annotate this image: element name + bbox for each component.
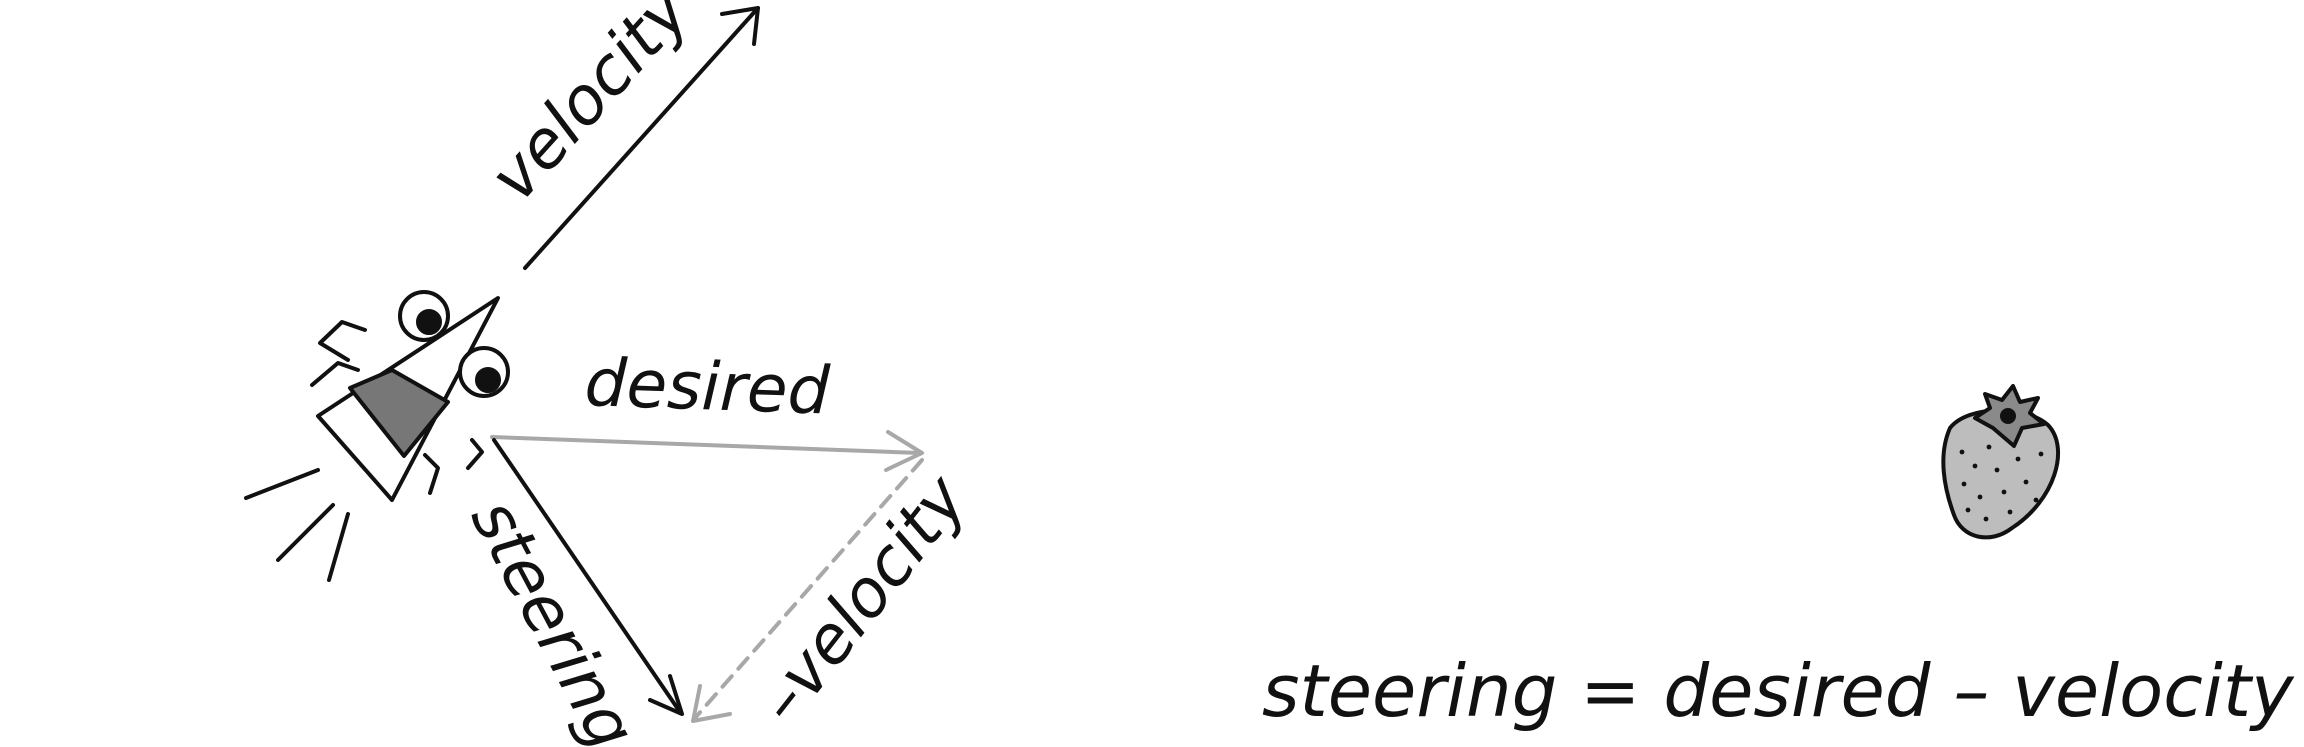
steering-equation: steering = desired – velocity — [1262, 649, 2295, 733]
desired-vector — [490, 430, 924, 472]
desired-label: desired — [583, 344, 832, 430]
velocity-vector — [523, 6, 760, 270]
strawberry-icon — [1941, 384, 2060, 540]
vehicle-bug-icon — [310, 290, 510, 502]
negative-velocity-vector — [691, 458, 924, 723]
negative-velocity-label: –velocity — [742, 460, 982, 737]
motion-lines — [244, 468, 350, 582]
steering-vector — [492, 438, 684, 716]
